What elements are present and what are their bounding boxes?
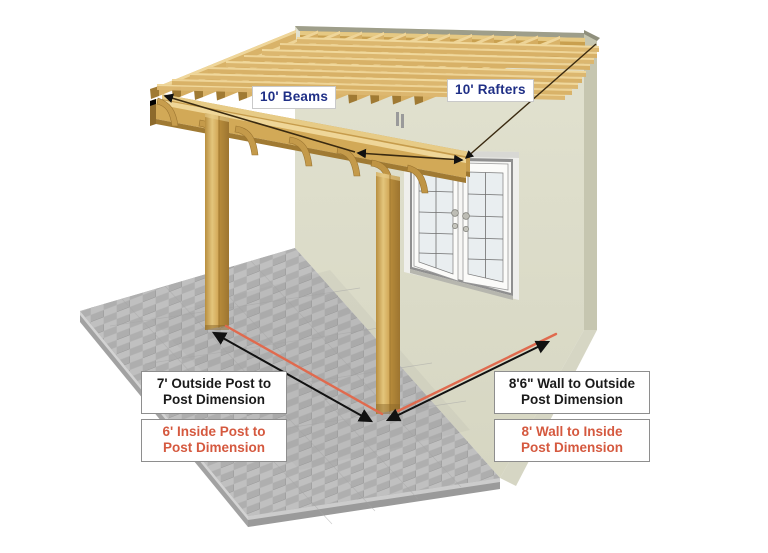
corbel-bracket <box>234 125 259 156</box>
label-line-1: 7' Outside Post to <box>156 376 272 391</box>
corbel-bracket <box>406 164 429 194</box>
dimension-outside-post-to-post <box>211 331 374 423</box>
label-line-2: Post Dimension <box>520 391 623 407</box>
label-outside-post-to-post: 7' Outside Post to Post Dimension <box>141 371 287 414</box>
hardware-detail <box>396 112 404 128</box>
door-handle-left <box>451 209 459 217</box>
label-line-1: 8' Wall to Inside <box>521 424 623 439</box>
label-inside-post-to-post: 6' Inside Post to Post Dimension <box>141 419 287 462</box>
label-line-2: Post Dimension <box>520 439 623 455</box>
label-line-1: 8'6" Wall to Outside <box>508 376 636 391</box>
corbel-bracket <box>336 146 361 177</box>
label-line-2: Post Dimension <box>162 439 265 455</box>
door-handle-right <box>462 212 470 220</box>
label-line-2: Post Dimension <box>162 391 265 407</box>
corbel-bracket <box>288 136 313 167</box>
label-rafters: 10' Rafters <box>447 79 534 102</box>
post-left <box>205 113 229 330</box>
label-inside-wall-to-post: 8' Wall to Inside Post Dimension <box>494 419 650 462</box>
dimension-beam-length <box>163 93 464 165</box>
label-beams: 10' Beams <box>252 86 337 109</box>
post-right <box>376 172 400 414</box>
dimension-outside-wall-to-post <box>385 340 551 422</box>
label-line-1: 6' Inside Post to <box>162 424 266 439</box>
label-outside-wall-to-post: 8'6" Wall to Outside Post Dimension <box>494 371 650 414</box>
